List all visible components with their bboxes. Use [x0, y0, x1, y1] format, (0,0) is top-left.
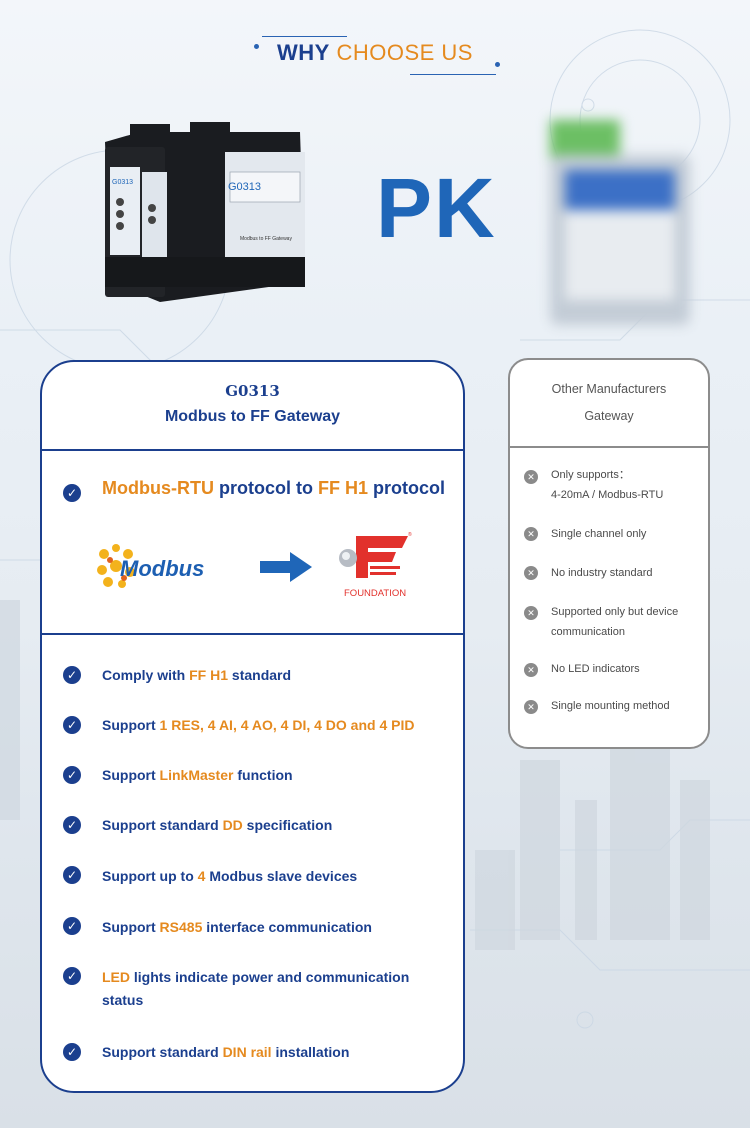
svg-text:®: ®	[408, 531, 412, 538]
header-line-left	[262, 36, 347, 37]
g0313-card-header: G0313 Modbus to FF Gateway	[42, 362, 463, 451]
card-divider	[42, 633, 463, 635]
g0313-comparison-card: G0313 Modbus to FF Gateway ✓ Modbus-RTU …	[40, 360, 465, 1093]
check-circle-icon: ✓	[63, 766, 81, 784]
feature-item: Support standard DD specification	[102, 817, 333, 833]
protocol-modbus-rtu: Modbus-RTU	[102, 478, 214, 498]
x-circle-icon: ✕	[524, 527, 538, 541]
feature-item: Support LinkMaster function	[102, 767, 293, 783]
other-item: Only supports：4-20mA / Modbus-RTU	[551, 469, 664, 501]
x-circle-icon: ✕	[524, 470, 538, 484]
other-card-header: Other Manufacturers Gateway	[510, 360, 708, 448]
header-dot-right	[495, 62, 500, 67]
feature-item: Support RS485 interface communication	[102, 919, 372, 935]
other-manufacturers-card: Other Manufacturers Gateway ✕ Only suppo…	[508, 358, 710, 749]
pk-heading: PK	[376, 161, 497, 255]
x-circle-icon: ✕	[524, 663, 538, 677]
x-circle-icon: ✕	[524, 700, 538, 714]
title-choose-us: CHOOSE US	[336, 40, 473, 65]
protocol-text-2: protocol	[367, 478, 445, 498]
check-circle-icon: ✓	[63, 816, 81, 834]
other-item: No LED indicators	[551, 663, 640, 675]
protocol-ff-h1: FF H1	[317, 478, 368, 498]
check-circle-icon: ✓	[63, 967, 81, 985]
check-circle-icon: ✓	[63, 716, 81, 734]
protocol-statement: Modbus-RTU protocol to FF H1 protocol	[102, 478, 445, 499]
other-item: Single channel only	[551, 528, 647, 540]
competitor-product-image	[550, 120, 690, 325]
feature-item: Support standard DIN rail installation	[102, 1044, 350, 1060]
g0313-model: G0313	[225, 382, 280, 400]
title-why: WHY	[277, 40, 330, 65]
check-circle-icon: ✓	[63, 866, 81, 884]
check-circle-icon: ✓	[63, 1043, 81, 1061]
x-circle-icon: ✕	[524, 566, 538, 580]
protocol-text-1: protocol to	[213, 478, 318, 498]
check-circle-icon: ✓	[63, 666, 81, 684]
product-image: G0313 Modbus to FF Gateway G0313	[105, 122, 305, 302]
feature-item: Comply with FF H1 standard	[102, 667, 292, 683]
modbus-logo-text: Modbus	[120, 556, 204, 581]
x-circle-icon: ✕	[524, 606, 538, 620]
product-model-label-front: G0313	[112, 179, 133, 186]
check-circle-icon: ✓	[63, 917, 81, 935]
header-line-right	[410, 74, 496, 75]
foundation-logo-text: FOUNDATION	[344, 588, 406, 599]
other-card-title-1: Other Manufacturers	[551, 382, 667, 396]
feature-item: Support 1 RES, 4 AI, 4 AO, 4 DI, 4 DO an…	[102, 717, 415, 733]
other-card-title-2: Gateway	[584, 409, 634, 423]
product-description-label: Modbus to FF Gateway	[240, 236, 292, 242]
fieldbus-foundation-logo: ® FOUNDATION	[339, 531, 412, 599]
header-dot-left	[254, 44, 259, 49]
g0313-subtitle: Modbus to FF Gateway	[164, 408, 341, 425]
other-item: Single mounting method	[551, 700, 670, 712]
arrow-right-icon	[260, 552, 312, 582]
other-item: No industry standard	[551, 567, 653, 579]
modbus-logo: Modbus	[97, 544, 204, 588]
feature-item: Support up to 4 Modbus slave devices	[102, 868, 358, 884]
section-title: WHY CHOOSE US	[0, 40, 750, 72]
product-model-label: G0313	[228, 181, 261, 193]
check-circle-icon: ✓	[63, 484, 81, 502]
feature-item: LED lights indicate power and communicat…	[102, 969, 410, 1008]
